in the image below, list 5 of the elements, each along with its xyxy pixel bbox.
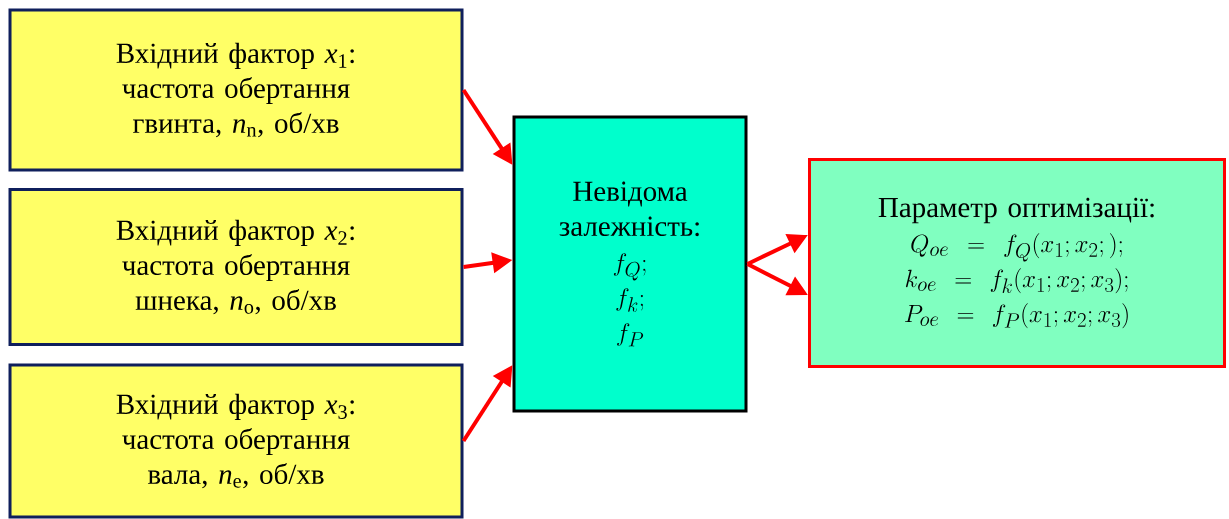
input-factor-box: Вхідний фактор x$_{2}$: частота обертання шнека, n$_{o}$, об/хв — [8, 188, 464, 346]
input-factor-box: Вхідний фактор x$_{1}$: частота обертання гвинта, n$_{n}$, об/хв — [8, 8, 464, 172]
function-box: Невідома залежність: $f_{Q};$ $f_{k};$ $f_{P}$ — [512, 115, 748, 413]
input-factor-box: Вхідний фактор x$_{3}$: частота обертання вала, n$_{e}$, об/хв — [8, 363, 464, 519]
optimization-parameter-box: Параметр оптимізації: $Q_{oe} = f_{Q}(x_{1};x_{2};);$ $k_{oe} = f_{k}(x_{1};x_{2};x_{3});$ $P_{oe} =f_{P}(x_{1};x_{2};x_{3})$ — [808, 158, 1226, 368]
